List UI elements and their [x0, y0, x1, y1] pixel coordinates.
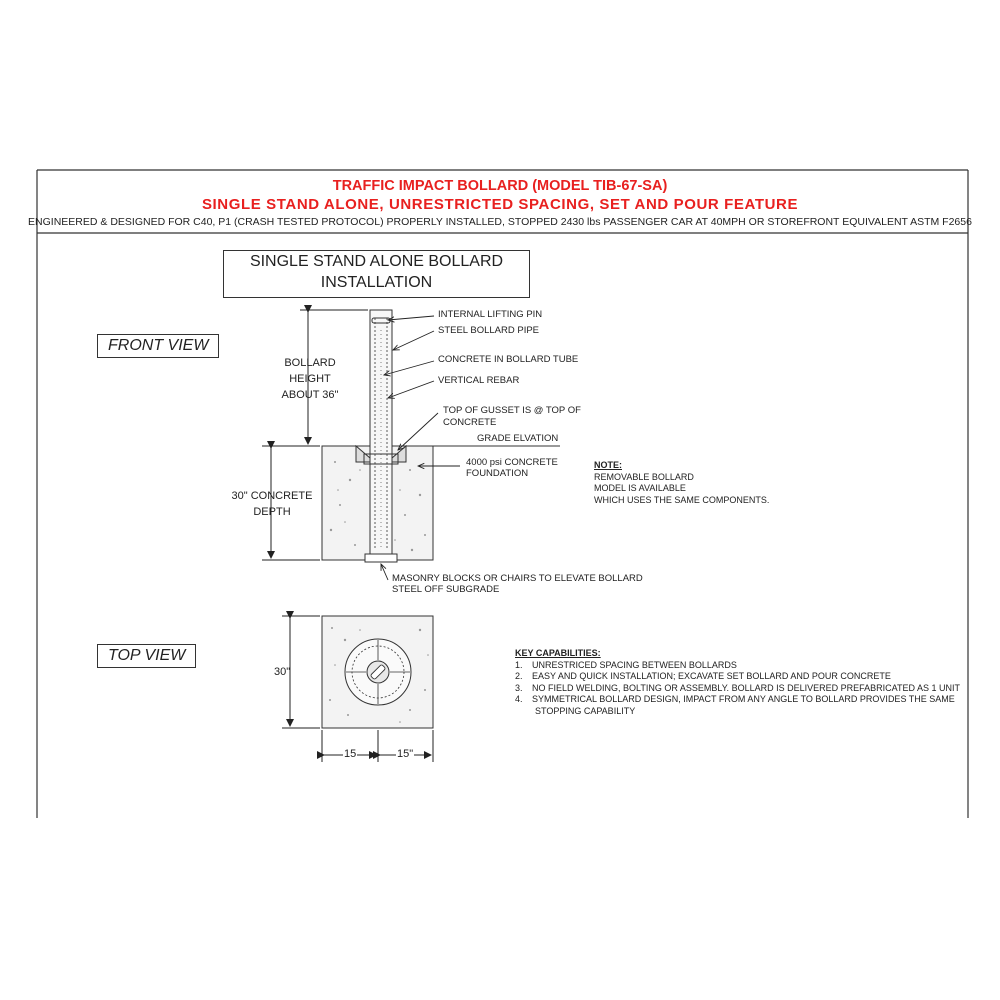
top-view-label: TOP VIEW: [97, 644, 197, 668]
note-line-2: MODEL IS AVAILABLE: [594, 483, 686, 493]
front-view-label: FRONT VIEW: [97, 334, 220, 358]
capability-item: 2. EASY AND QUICK INSTALLATION; EXCAVATE…: [515, 671, 960, 683]
callout-gusset-line-1: TOP OF GUSSET IS @ TOP OF: [443, 405, 581, 416]
note-heading: NOTE:: [594, 460, 622, 470]
height-dim-line-2: HEIGHT: [289, 373, 331, 385]
sheet-frame: [36, 169, 969, 818]
callout-steel-pipe: STEEL BOLLARD PIPE: [438, 325, 540, 336]
callout-foundation-line-2: FOUNDATION: [466, 468, 529, 479]
callout-lifting-pin: INTERNAL LIFTING PIN: [438, 309, 543, 320]
note-block: NOTE: REMOVABLE BOLLARD MODEL IS AVAILAB…: [594, 460, 769, 506]
bollard-pipe: [369, 309, 393, 555]
capability-number: 1.: [515, 659, 523, 670]
height-dimension: [300, 305, 368, 445]
capability-continuation: STOPPING CAPABILITY: [535, 705, 636, 716]
height-dim-line-1: BOLLARD: [284, 357, 336, 369]
title-line-1: TRAFFIC IMPACT BOLLARD (MODEL TIB-67-SA): [332, 178, 668, 194]
depth-dim-line-1: 30" CONCRETE: [231, 490, 313, 502]
callout-leaders: [381, 315, 460, 581]
depth-dimension-label: 30" CONCRETE DEPTH: [222, 488, 322, 520]
height-dimension-label: BOLLARD HEIGHT ABOUT 36": [270, 355, 350, 403]
capability-item: 3. NO FIELD WELDING, BOLTING OR ASSEMBLY…: [515, 683, 960, 695]
depth-dimension: [262, 441, 320, 561]
capability-number: 4.: [515, 694, 523, 704]
capability-item: 4. SYMMETRICAL BOLLARD DESIGN, IMPACT FR…: [515, 694, 960, 706]
capability-text: SYMMETRICAL BOLLARD DESIGN, IMPACT FROM …: [532, 694, 955, 704]
title-line-2: SINGLE STAND ALONE, UNRESTRICTED SPACING…: [201, 196, 799, 213]
top-view-slab: [321, 615, 434, 729]
capability-number: 3.: [515, 682, 523, 693]
callout-masonry-line-2: STEEL OFF SUBGRADE: [392, 584, 500, 595]
key-capabilities-heading: KEY CAPABILITIES:: [515, 648, 601, 658]
gusset-plate: [363, 453, 399, 465]
callout-concrete-tube: CONCRETE IN BOLLARD TUBE: [438, 354, 579, 365]
callout-masonry-line-1: MASONRY BLOCKS OR CHAIRS TO ELEVATE BOLL…: [392, 573, 643, 584]
capability-text: NO FIELD WELDING, BOLTING OR ASSEMBLY. B…: [532, 682, 960, 693]
note-line-3: WHICH USES THE SAME COMPONENTS.: [594, 494, 770, 505]
capability-text: UNRESTRICED SPACING BETWEEN BOLLARDS: [532, 659, 737, 670]
installation-title-line-1: SINGLE STAND ALONE BOLLARD: [249, 253, 504, 270]
height-dim-line-3: ABOUT 36": [281, 389, 339, 401]
title-subtitle: ENGINEERED & DESIGNED FOR C40, P1 (CRASH…: [28, 216, 972, 228]
callout-foundation-line-1: 4000 psi CONCRETE: [466, 457, 558, 468]
masonry-block: [364, 553, 398, 563]
callout-gusset-line-2: CONCRETE: [443, 417, 497, 428]
capability-number: 2.: [515, 671, 523, 681]
capability-item: 1. UNRESTRICED SPACING BETWEEN BOLLARDS: [515, 660, 960, 672]
depth-dim-line-2: DEPTH: [253, 506, 291, 518]
top-view-dim-left: 15: [343, 746, 358, 762]
callout-grade: GRADE ELVATION: [477, 433, 559, 444]
key-capabilities: KEY CAPABILITIES: 1. UNRESTRICED SPACING…: [515, 648, 960, 717]
note-line-1: REMOVABLE BOLLARD: [594, 471, 694, 482]
installation-title-line-2: INSTALLATION: [320, 274, 433, 291]
top-view-dim-right: 15": [396, 746, 415, 762]
capability-text: EASY AND QUICK INSTALLATION; EXCAVATE SE…: [532, 671, 891, 681]
callout-vertical-rebar: VERTICAL REBAR: [438, 375, 520, 386]
installation-title-box: SINGLE STAND ALONE BOLLARD INSTALLATION: [223, 250, 530, 298]
top-view-side-dim: 30": [274, 666, 291, 678]
